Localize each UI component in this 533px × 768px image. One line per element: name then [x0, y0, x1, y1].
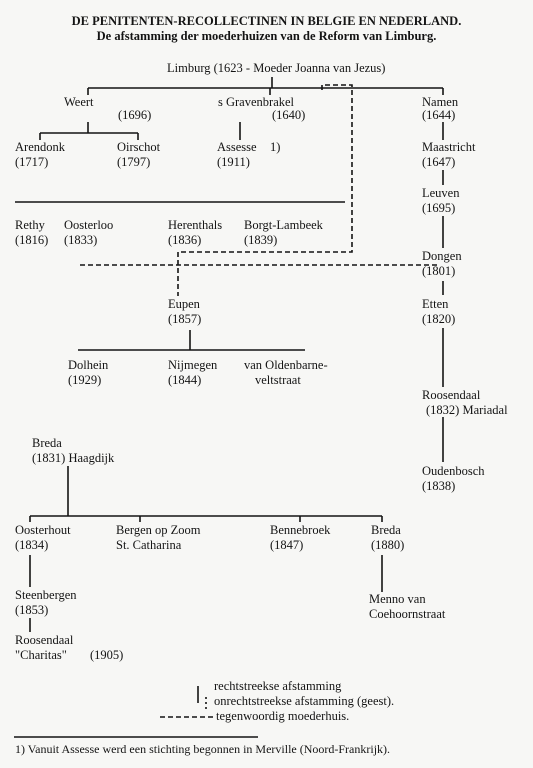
node-eupen-name: Eupen [168, 297, 200, 311]
node-menno-line1: Menno van [369, 592, 426, 606]
node-steenbergen-year: (1853) [15, 603, 49, 617]
legend-current: tegenwoordig moederhuis. [216, 709, 350, 723]
node-gravenbrakel-year: (1640) [272, 108, 306, 122]
node-herenthals-year: (1836) [168, 233, 202, 247]
node-roosendaal2-year: (1905) [90, 648, 124, 662]
node-nijmegen-name: Nijmegen [168, 358, 218, 372]
node-bergen-line2: St. Catharina [116, 538, 182, 552]
node-namen-year: (1644) [422, 108, 456, 122]
node-leuven-name: Leuven [422, 186, 460, 200]
node-assesse-note: 1) [270, 140, 281, 154]
node-roosendaal2-sub: "Charitas" [15, 648, 67, 662]
node-dolhein-name: Dolhein [68, 358, 109, 372]
node-arendonk-name: Arendonk [15, 140, 65, 154]
page-subtitle: De afstamming der moederhuizen van de Re… [96, 29, 437, 43]
node-maastricht-name: Maastricht [422, 140, 476, 154]
node-rethy-year: (1816) [15, 233, 49, 247]
node-nijmegen-year: (1844) [168, 373, 202, 387]
node-eupen-year: (1857) [168, 312, 202, 326]
node-weert-year: (1696) [118, 108, 152, 122]
node-etten-year: (1820) [422, 312, 456, 326]
node-gravenbrakel-name: s Gravenbrakel [218, 95, 295, 109]
node-arendonk-year: (1717) [15, 155, 49, 169]
node-menno-line2: Coehoornstraat [369, 607, 446, 621]
node-namen-name: Namen [422, 95, 459, 109]
node-roosendaal2-name: Roosendaal [15, 633, 74, 647]
node-oldenbarne-line1: van Oldenbarne- [244, 358, 328, 372]
node-maastricht-year: (1647) [422, 155, 456, 169]
node-herenthals-name: Herenthals [168, 218, 223, 232]
node-oosterhout-name: Oosterhout [15, 523, 71, 537]
node-borgt-year: (1839) [244, 233, 278, 247]
page-title: DE PENITENTEN-RECOLLECTINEN IN BELGIE EN… [71, 14, 462, 28]
node-borgt-name: Borgt-Lambeek [244, 218, 323, 232]
node-rethy-name: Rethy [15, 218, 45, 232]
node-dongen-name: Dongen [422, 249, 462, 263]
node-bennebroek-name: Bennebroek [270, 523, 331, 537]
node-oudenbosch-year: (1838) [422, 479, 456, 493]
node-oosterhout-year: (1834) [15, 538, 49, 552]
node-breda2-year: (1880) [371, 538, 405, 552]
node-oldenbarne-line2: veltstraat [255, 373, 301, 387]
node-weert-name: Weert [64, 95, 94, 109]
node-breda1-name: Breda [32, 436, 62, 450]
node-oosterloo-name: Oosterloo [64, 218, 114, 232]
node-dongen-year: (1801) [422, 264, 456, 278]
node-assesse-year: (1911) [217, 155, 250, 169]
node-breda1-year: (1831) Haagdijk [32, 451, 115, 465]
node-dolhein-year: (1929) [68, 373, 102, 387]
node-breda2-name: Breda [371, 523, 401, 537]
node-oudenbosch-name: Oudenbosch [422, 464, 485, 478]
dashed-current-path [177, 84, 353, 296]
footnote: 1) Vanuit Assesse werd een stichting beg… [15, 742, 391, 756]
node-bergen-line1: Bergen op Zoom [116, 523, 201, 537]
node-assesse-name: Assesse [217, 140, 257, 154]
node-etten-name: Etten [422, 297, 449, 311]
legend-direct: rechtstreekse afstamming [214, 679, 342, 693]
legend-indirect: onrechtstreekse afstamming (geest). [214, 694, 395, 708]
node-limburg: Limburg (1623 - Moeder Joanna van Jezus) [167, 61, 386, 75]
node-leuven-year: (1695) [422, 201, 456, 215]
node-oosterloo-year: (1833) [64, 233, 98, 247]
node-bennebroek-year: (1847) [270, 538, 304, 552]
node-oirschot-name: Oirschot [117, 140, 161, 154]
node-steenbergen-name: Steenbergen [15, 588, 77, 602]
node-roosendaal-year: (1832) Mariadal [426, 403, 508, 417]
node-oirschot-year: (1797) [117, 155, 151, 169]
node-roosendaal-name: Roosendaal [422, 388, 481, 402]
